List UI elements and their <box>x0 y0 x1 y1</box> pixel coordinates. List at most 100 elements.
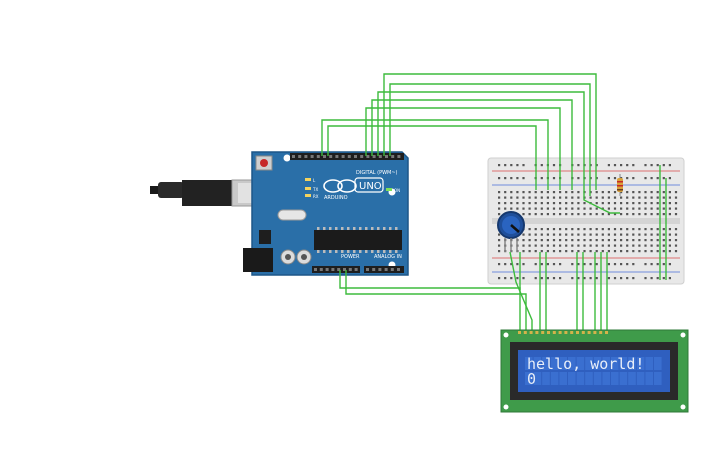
breadboard-hole[interactable] <box>540 202 543 205</box>
breadboard-hole[interactable] <box>662 164 665 167</box>
breadboard-hole[interactable] <box>510 277 513 280</box>
breadboard-hole[interactable] <box>674 228 678 231</box>
breadboard-hole[interactable] <box>620 233 623 236</box>
breadboard-hole[interactable] <box>559 239 562 242</box>
breadboard-hole[interactable] <box>522 277 525 280</box>
header-pin[interactable] <box>360 155 364 158</box>
breadboard-hole[interactable] <box>638 191 641 194</box>
breadboard-hole[interactable] <box>650 196 653 199</box>
breadboard-hole[interactable] <box>632 250 635 253</box>
breadboard-hole[interactable] <box>577 228 580 231</box>
breadboard-hole[interactable] <box>516 191 519 194</box>
breadboard-hole[interactable] <box>504 177 507 180</box>
breadboard-hole[interactable] <box>668 164 671 167</box>
breadboard-hole[interactable] <box>601 202 604 205</box>
wire[interactable] <box>377 91 620 214</box>
header-pin[interactable] <box>298 155 302 158</box>
breadboard-hole[interactable] <box>644 228 647 231</box>
breadboard-hole[interactable] <box>656 213 659 216</box>
breadboard-hole[interactable] <box>638 244 641 247</box>
lcd-pin[interactable] <box>541 331 545 334</box>
breadboard-hole[interactable] <box>528 233 531 236</box>
breadboard-hole[interactable] <box>577 177 580 180</box>
breadboard-hole[interactable] <box>546 239 549 242</box>
breadboard-hole[interactable] <box>552 196 556 199</box>
breadboard-hole[interactable] <box>546 196 549 199</box>
breadboard-hole[interactable] <box>613 177 617 180</box>
breadboard-hole[interactable] <box>510 263 513 266</box>
breadboard-hole[interactable] <box>656 191 659 194</box>
breadboard-hole[interactable] <box>626 263 629 266</box>
breadboard-hole[interactable] <box>528 228 531 231</box>
header-pin[interactable] <box>354 155 357 158</box>
breadboard-hole[interactable] <box>534 244 537 247</box>
breadboard-hole[interactable] <box>583 263 586 266</box>
breadboard-hole[interactable] <box>559 263 562 266</box>
breadboard-hole[interactable] <box>577 213 580 216</box>
breadboard-hole[interactable] <box>504 191 507 194</box>
breadboard-hole[interactable] <box>571 239 574 242</box>
header-pin[interactable] <box>337 268 341 271</box>
breadboard-hole[interactable] <box>583 233 586 236</box>
breadboard-hole[interactable] <box>565 202 568 205</box>
breadboard-hole[interactable] <box>644 202 647 205</box>
breadboard-hole[interactable] <box>620 207 623 210</box>
breadboard-hole[interactable] <box>638 213 641 216</box>
breadboard-hole[interactable] <box>607 213 610 216</box>
header-pin[interactable] <box>335 155 339 158</box>
breadboard-hole[interactable] <box>559 213 562 216</box>
wire[interactable] <box>371 99 573 190</box>
breadboard-hole[interactable] <box>589 228 592 231</box>
breadboard-hole[interactable] <box>595 277 598 280</box>
breadboard-hole[interactable] <box>644 250 647 253</box>
breadboard-hole[interactable] <box>644 191 647 194</box>
breadboard-hole[interactable] <box>650 177 653 180</box>
header-pin[interactable] <box>325 268 329 271</box>
breadboard-hole[interactable] <box>613 233 617 236</box>
breadboard-hole[interactable] <box>638 250 641 253</box>
breadboard-hole[interactable] <box>620 202 623 205</box>
breadboard-hole[interactable] <box>607 239 610 242</box>
breadboard-hole[interactable] <box>607 228 610 231</box>
breadboard-hole[interactable] <box>577 244 580 247</box>
header-pin[interactable] <box>372 155 376 158</box>
header-pin[interactable] <box>366 155 370 158</box>
breadboard-hole[interactable] <box>626 196 629 199</box>
breadboard-hole[interactable] <box>498 277 501 280</box>
breadboard-hole[interactable] <box>632 244 635 247</box>
breadboard-hole[interactable] <box>522 213 525 216</box>
breadboard-hole[interactable] <box>601 213 604 216</box>
breadboard-hole[interactable] <box>504 196 507 199</box>
breadboard-hole[interactable] <box>668 207 671 210</box>
header-pin[interactable] <box>304 155 308 158</box>
wire[interactable] <box>383 73 597 190</box>
breadboard-hole[interactable] <box>571 213 574 216</box>
breadboard-hole[interactable] <box>601 207 604 210</box>
breadboard-hole[interactable] <box>656 233 659 236</box>
breadboard-hole[interactable] <box>656 164 659 167</box>
breadboard-hole[interactable] <box>613 207 617 210</box>
breadboard-hole[interactable] <box>632 191 635 194</box>
breadboard-hole[interactable] <box>589 213 592 216</box>
breadboard-hole[interactable] <box>571 244 574 247</box>
header-pin[interactable] <box>348 268 352 271</box>
breadboard-hole[interactable] <box>644 263 647 266</box>
breadboard-hole[interactable] <box>552 164 556 167</box>
analog-header[interactable] <box>364 266 404 273</box>
lcd-pin[interactable] <box>581 331 585 334</box>
breadboard-hole[interactable] <box>638 207 641 210</box>
breadboard-hole[interactable] <box>656 196 659 199</box>
lcd-pin[interactable] <box>535 331 539 334</box>
breadboard-hole[interactable] <box>662 207 665 210</box>
breadboard-hole[interactable] <box>552 207 556 210</box>
lcd-pin[interactable] <box>558 331 562 334</box>
breadboard-hole[interactable] <box>528 207 531 210</box>
breadboard-hole[interactable] <box>498 196 501 199</box>
breadboard-hole[interactable] <box>498 213 501 216</box>
breadboard-hole[interactable] <box>498 191 501 194</box>
breadboard-hole[interactable] <box>595 244 598 247</box>
breadboard-hole[interactable] <box>504 277 507 280</box>
breadboard-hole[interactable] <box>662 233 665 236</box>
breadboard-hole[interactable] <box>644 177 647 180</box>
breadboard[interactable] <box>487 157 685 285</box>
